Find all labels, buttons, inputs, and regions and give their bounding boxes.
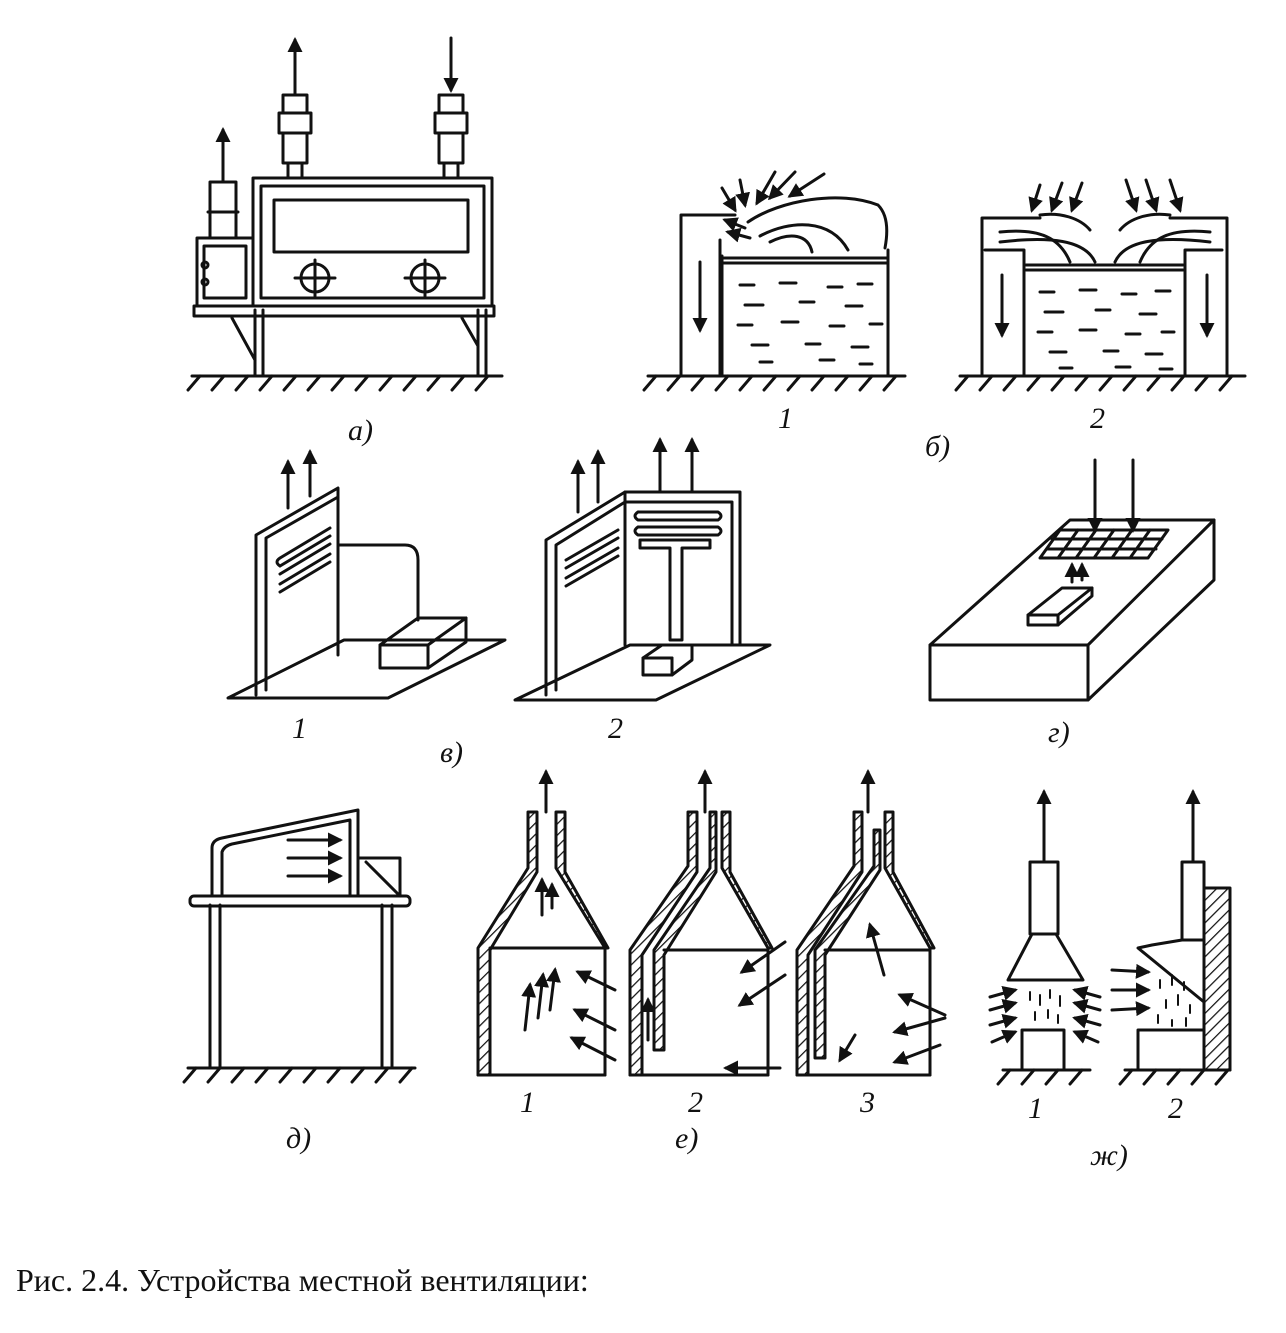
panel-zh2-wall-hood xyxy=(1110,789,1232,1086)
panel-a-glovebox xyxy=(186,36,504,392)
panel-v2-corner-panel xyxy=(513,437,772,702)
panel-d-table-hood xyxy=(182,808,417,1084)
label-panel-e-item-2: 2 xyxy=(688,1086,703,1119)
label-panel-e: е) xyxy=(675,1122,698,1155)
panel-b2-tank xyxy=(954,178,1247,392)
label-panel-zh-item-2: 2 xyxy=(1168,1092,1183,1125)
figure-caption: Рис. 2.4. Устройства местной вентиляции: xyxy=(16,1262,589,1298)
label-panel-v-item-2: 2 xyxy=(608,712,623,745)
label-panel-zh: ж) xyxy=(1090,1139,1128,1172)
panel-b1-tank xyxy=(642,170,907,392)
panel-e2-hood xyxy=(628,769,787,1077)
label-panel-e-item-1: 1 xyxy=(520,1086,535,1119)
panel-e3-hood xyxy=(795,769,947,1077)
label-panel-b: б) xyxy=(925,430,950,463)
panel-zh1-umbrella xyxy=(988,789,1102,1086)
panel-g-downdraft-table xyxy=(928,458,1216,702)
label-panel-v: в) xyxy=(440,736,463,769)
label-panel-e-item-3: 3 xyxy=(859,1086,875,1119)
label-panel-b-item-1: 1 xyxy=(778,402,793,435)
panel-v1-suction-panel xyxy=(226,449,507,700)
panel-e1-umbrella-hood xyxy=(476,769,617,1077)
label-panel-b-item-2: 2 xyxy=(1090,402,1105,435)
label-panel-g: г) xyxy=(1048,716,1070,749)
label-panel-a: а) xyxy=(348,414,373,447)
label-panel-zh-item-1: 1 xyxy=(1028,1092,1043,1125)
label-panel-v-item-1: 1 xyxy=(292,712,307,745)
label-panel-d: д) xyxy=(286,1122,311,1155)
